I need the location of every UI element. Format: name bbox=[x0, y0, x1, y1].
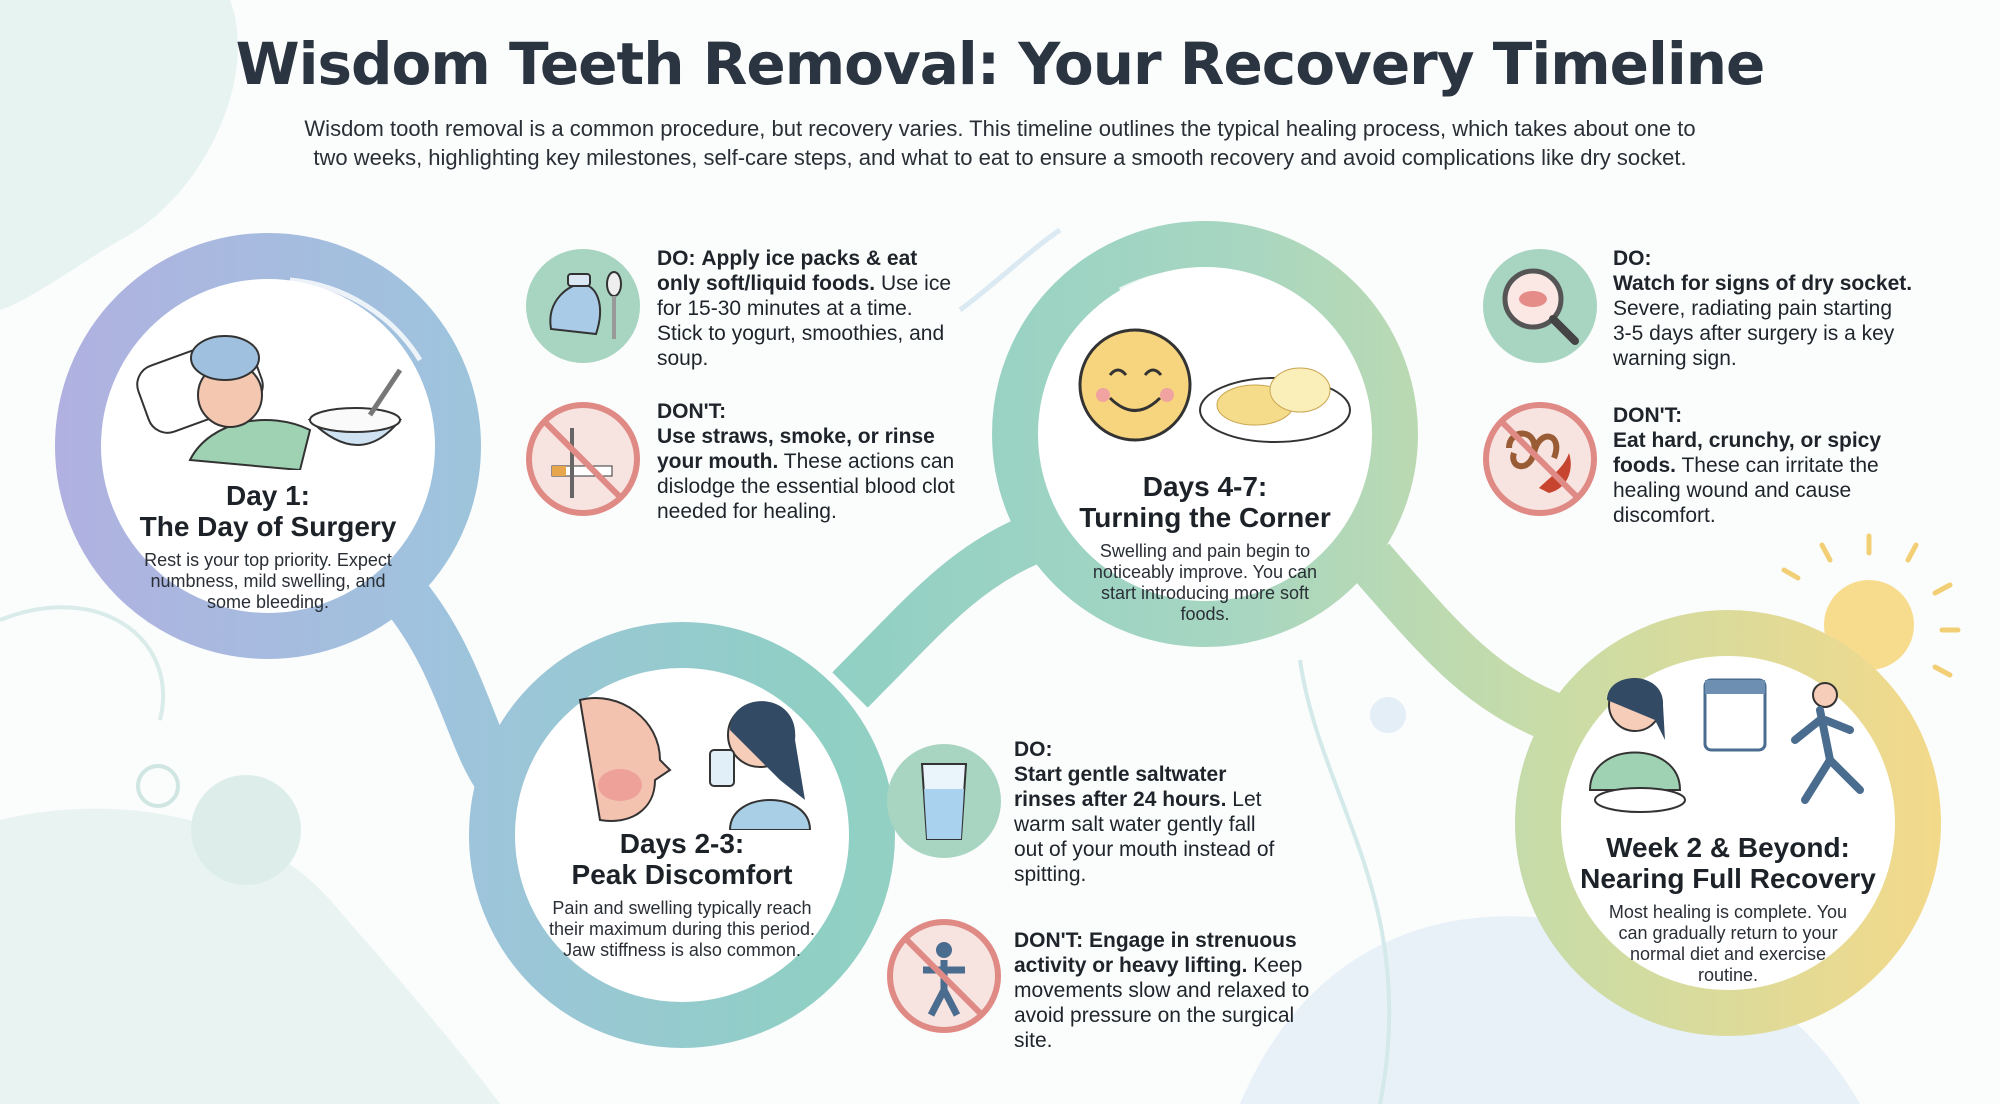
tip-body: Severe, radiating pain starting 3-5 days… bbox=[1613, 297, 1895, 370]
stage-heading-line2: The Day of Surgery bbox=[139, 511, 397, 542]
tip-label: DON'T: bbox=[657, 400, 727, 423]
stage-heading-line2: Nearing Full Recovery bbox=[1580, 863, 1876, 894]
subtitle: Wisdom tooth removal is a common procedu… bbox=[304, 116, 1696, 170]
no-lifting-icon bbox=[887, 919, 1001, 1033]
stage-days-4-7: Days 4-7: Turning the Corner Swelling an… bbox=[1040, 471, 1370, 625]
tip-lead: Start gentle saltwater rinses after 24 h… bbox=[1014, 763, 1227, 811]
stage-week-2: Week 2 & Beyond: Nearing Full Recovery M… bbox=[1563, 832, 1893, 986]
stage-description: Most healing is complete. You can gradua… bbox=[1608, 902, 1848, 985]
bg-blob-bottom-left bbox=[0, 808, 500, 1104]
stage-day-1: Day 1: The Day of Surgery Rest is your t… bbox=[103, 480, 433, 613]
stage-description: Rest is your top priority. Expect numbne… bbox=[144, 550, 392, 612]
no-pretzel-pepper-icon bbox=[1483, 402, 1597, 516]
swollen-face-icon bbox=[578, 697, 812, 830]
stage-description: Pain and swelling typically reach their … bbox=[548, 898, 816, 960]
tip-lead: Eat hard, crunchy, or spicy foods. bbox=[1613, 429, 1882, 477]
magnifier-mouth-icon bbox=[1483, 249, 1597, 363]
stage-heading-line1: Days 4-7: bbox=[1142, 471, 1268, 502]
tip-body: These actions can dislodge the essential… bbox=[657, 450, 955, 523]
tip-label: DON'T: bbox=[1014, 929, 1084, 952]
bg-blob-top-left bbox=[0, 0, 238, 310]
eating-running-icon bbox=[1588, 678, 1864, 813]
smiley-soft-food-icon bbox=[1078, 328, 1351, 443]
ice-pack-spoon-icon bbox=[526, 249, 640, 363]
tip-label: DON'T: bbox=[1613, 404, 1683, 427]
tip-days23-do: DO:Start gentle saltwater rinses after 2… bbox=[1014, 737, 1284, 887]
tip-body: Let warm salt water gently fall out of y… bbox=[1014, 788, 1275, 886]
tip-day1-do: DO: Apply ice packs & eat only soft/liqu… bbox=[657, 246, 957, 371]
patient-ice-pack-icon bbox=[136, 335, 403, 470]
stage-heading-line2: Turning the Corner bbox=[1079, 502, 1331, 533]
tip-day1-dont: DON'T:Use straws, smoke, or rinse your m… bbox=[657, 399, 957, 524]
no-straw-smoking-icon bbox=[526, 402, 640, 516]
tip-days23-dont: DON'T: Engage in strenuous activity or h… bbox=[1014, 928, 1314, 1053]
tip-days47-dont: DON'T:Eat hard, crunchy, or spicy foods.… bbox=[1613, 403, 1913, 528]
tip-label: DO: bbox=[1014, 738, 1053, 761]
tip-body: Use ice for 15-30 minutes at a time. Sti… bbox=[657, 272, 952, 370]
tip-lead: Engage in strenuous activity or heavy li… bbox=[1014, 929, 1297, 977]
tip-label: DO: bbox=[1613, 247, 1652, 270]
stage-heading-line1: Week 2 & Beyond: bbox=[1606, 832, 1850, 863]
stage-days-2-3: Days 2-3: Peak Discomfort Pain and swell… bbox=[517, 828, 847, 961]
glass-water-icon bbox=[887, 744, 1001, 858]
stage-heading-line2: Peak Discomfort bbox=[571, 859, 793, 890]
tip-days47-do: DO:Watch for signs of dry socket. Severe… bbox=[1613, 246, 1913, 371]
tip-lead: Watch for signs of dry socket. bbox=[1613, 272, 1913, 295]
stage-heading-line1: Day 1: bbox=[225, 480, 311, 511]
stage-description: Swelling and pain begin to noticeably im… bbox=[1092, 541, 1318, 624]
tip-body: These can irritate the healing wound and… bbox=[1613, 454, 1879, 527]
tip-lead: Apply ice packs & eat only soft/liquid f… bbox=[657, 247, 918, 295]
tip-label: DO: bbox=[657, 247, 696, 270]
tip-body: Keep movements slow and relaxed to avoid… bbox=[1014, 954, 1310, 1052]
stage-heading-line1: Days 2-3: bbox=[619, 828, 745, 859]
tip-lead: Use straws, smoke, or rinse your mouth. bbox=[657, 425, 935, 473]
page-title: Wisdom Teeth Removal: Your Recovery Time… bbox=[235, 30, 1766, 98]
